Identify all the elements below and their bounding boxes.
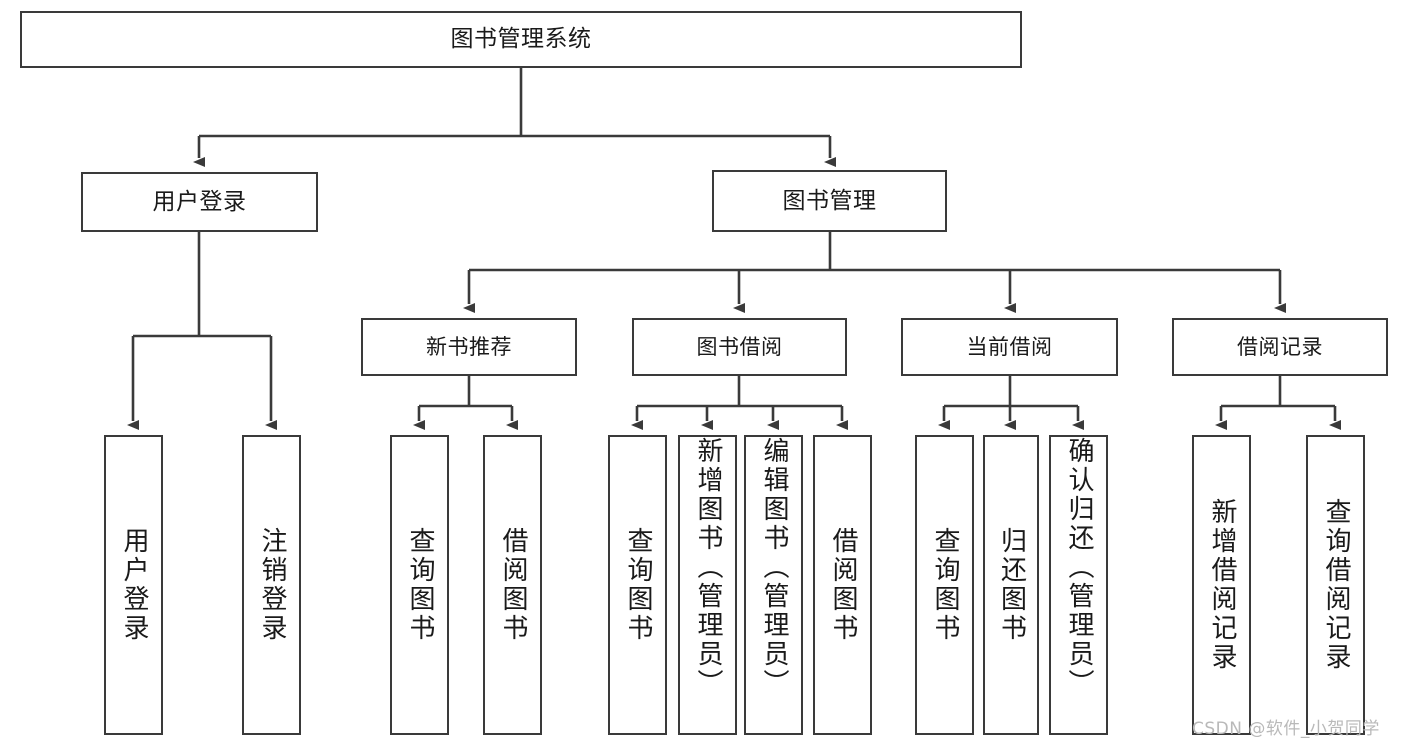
node-label: 图书借阅 <box>696 334 783 359</box>
node-label: 查询图书 <box>623 527 654 643</box>
leaf-user-login-signin[interactable]: 用户登录 <box>104 435 163 735</box>
node-user-login[interactable]: 用户登录 <box>81 172 318 232</box>
node-label: 查询图书 <box>405 527 436 643</box>
leaf-borrow-add-book-admin[interactable]: 新增图书（管理员） <box>678 435 737 735</box>
node-label: 用户登录 <box>119 527 150 643</box>
node-current-borrow[interactable]: 当前借阅 <box>901 318 1118 376</box>
leaf-recommend-query-book[interactable]: 查询图书 <box>390 435 449 735</box>
node-label: 新增借阅记录 <box>1207 498 1238 672</box>
leaf-record-query-record[interactable]: 查询借阅记录 <box>1306 435 1365 735</box>
leaf-current-confirm-return-admin[interactable]: 确认归还（管理员） <box>1049 435 1108 735</box>
node-label: 新增图书（管理员） <box>693 437 724 698</box>
node-book-borrow[interactable]: 图书借阅 <box>632 318 847 376</box>
leaf-current-return-book[interactable]: 归还图书 <box>983 435 1039 735</box>
node-label: 图书管理 <box>782 187 877 214</box>
node-book-management[interactable]: 图书管理 <box>712 170 947 232</box>
leaf-borrow-edit-book-admin[interactable]: 编辑图书（管理员） <box>744 435 803 735</box>
leaf-borrow-borrow-book[interactable]: 借阅图书 <box>813 435 872 735</box>
node-label: 借阅图书 <box>498 527 529 643</box>
leaf-record-add-record[interactable]: 新增借阅记录 <box>1192 435 1251 735</box>
node-label: 借阅图书 <box>828 527 859 643</box>
leaf-borrow-query-book[interactable]: 查询图书 <box>608 435 667 735</box>
node-label: 当前借阅 <box>966 334 1053 359</box>
node-label: 归还图书 <box>996 527 1027 643</box>
node-label: 查询图书 <box>930 527 961 643</box>
node-label: 编辑图书（管理员） <box>759 437 790 698</box>
node-root-system[interactable]: 图书管理系统 <box>20 11 1022 68</box>
node-label: 用户登录 <box>152 188 247 215</box>
node-label: 图书管理系统 <box>450 26 592 53</box>
node-new-book-recommend[interactable]: 新书推荐 <box>361 318 577 376</box>
node-label: 新书推荐 <box>426 334 512 359</box>
leaf-recommend-borrow-book[interactable]: 借阅图书 <box>483 435 542 735</box>
node-label: 确认归还（管理员） <box>1064 437 1095 698</box>
node-borrow-record[interactable]: 借阅记录 <box>1172 318 1388 376</box>
leaf-user-login-signout[interactable]: 注销登录 <box>242 435 301 735</box>
node-label: 查询借阅记录 <box>1321 498 1352 672</box>
node-label: 注销登录 <box>257 527 288 643</box>
node-label: 借阅记录 <box>1237 334 1323 359</box>
leaf-current-query-book[interactable]: 查询图书 <box>915 435 974 735</box>
